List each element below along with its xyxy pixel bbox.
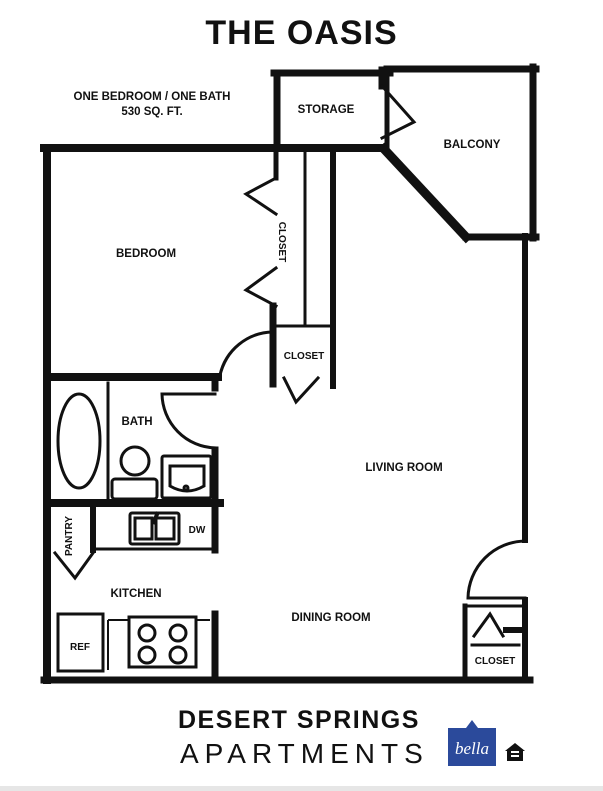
hall-closet-door — [281, 375, 321, 405]
burner-3 — [137, 645, 157, 665]
counter-edge — [107, 619, 210, 670]
pantry-door — [52, 550, 96, 581]
bathtub — [56, 392, 102, 490]
toilet-tank — [110, 477, 159, 501]
bottom-divider — [0, 786, 603, 791]
balcony-wall-diag — [377, 142, 473, 244]
room-label-bath: BATH — [121, 416, 152, 428]
bath-sink-basin — [168, 464, 206, 493]
bedroom-door-swing — [218, 330, 275, 377]
bella-logo-text: bella — [455, 739, 489, 758]
bath-sink-drain — [182, 484, 190, 492]
room-label-closet-vertical: CLOSET — [276, 222, 287, 263]
room-label-dining-room: DINING ROOM — [291, 612, 370, 624]
stove — [127, 615, 198, 669]
kitchen-sink-left-basin — [133, 516, 154, 541]
closet-door-bottom — [243, 265, 279, 309]
corner-closet-door — [471, 611, 506, 639]
burner-2 — [168, 623, 188, 643]
toilet-bowl — [119, 445, 151, 477]
unit-area: 530 SQ. FT. — [121, 106, 183, 118]
burner-1 — [137, 623, 157, 643]
kitchen-sink-right-basin — [154, 516, 176, 541]
brand-name: DESERT SPRINGS — [178, 706, 420, 734]
faucet — [151, 511, 160, 525]
unit-type: ONE BEDROOM / ONE BATH — [73, 91, 231, 103]
room-label-living-room: LIVING ROOM — [365, 462, 442, 474]
unit-description: ONE BEDROOM / ONE BATH 530 SQ. FT. — [52, 90, 252, 120]
room-label-storage: STORAGE — [298, 104, 355, 116]
equal-housing-icon — [505, 743, 525, 761]
refrigerator — [56, 612, 105, 673]
closet-door-top — [243, 175, 279, 217]
room-label-closet-hall: CLOSET — [284, 351, 325, 362]
bath-door-swing — [160, 392, 217, 450]
living-door-swing — [466, 539, 527, 600]
room-label-ref: REF — [70, 642, 90, 653]
floor-plan-title: THE OASIS — [205, 14, 398, 52]
room-label-bedroom: BEDROOM — [116, 248, 176, 260]
room-label-closet-corner: CLOSET — [475, 656, 516, 667]
bath-sink-counter — [160, 454, 213, 500]
bella-logo: bella — [448, 720, 496, 766]
burner-4 — [168, 645, 188, 665]
storage-door-leaf — [379, 83, 417, 141]
room-label-pantry: PANTRY — [64, 516, 75, 556]
kitchen-sink — [128, 511, 181, 546]
room-label-dw: DW — [189, 525, 206, 536]
room-label-kitchen: KITCHEN — [110, 588, 161, 600]
room-label-balcony: BALCONY — [444, 139, 501, 151]
brand-subtitle: APARTMENTS — [180, 738, 429, 769]
